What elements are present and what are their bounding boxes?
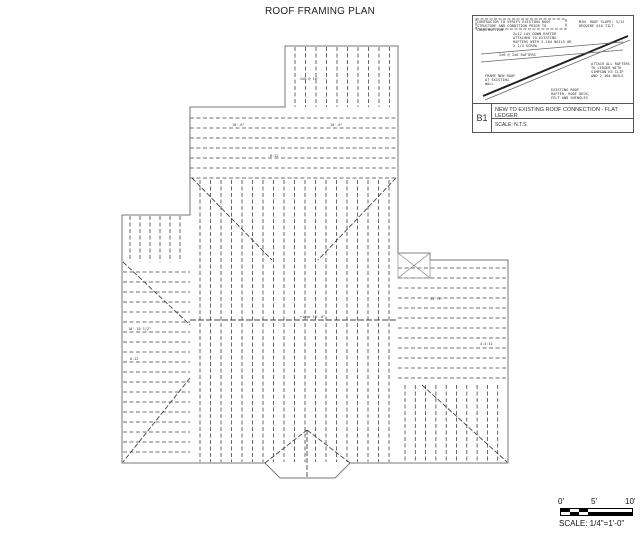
detail-note: MIN. ROOF SLOPE: 3/12 REQUIRE @10 TILT <box>579 20 625 28</box>
drawing-title: ROOF FRAMING PLAN <box>264 6 376 17</box>
detail-note: ATTACH ALL RAFTERS TO LEDGER WITH SIMPSO… <box>591 62 630 78</box>
dimension-label: 4.5:12 <box>480 342 493 346</box>
dimension-label: ridge 10'-0" <box>300 315 325 319</box>
detail-note: 2x12 LAY DOWN RAFTER ATTACHED TO EXISTIN… <box>513 32 572 48</box>
bay-hip <box>306 429 351 464</box>
scale-caption: SCALE: 1/4"=1'-0" <box>559 519 625 528</box>
scale-tick-label: 0' <box>558 497 564 506</box>
dimension-label: 12'-3" <box>430 297 443 301</box>
detail-title-block: B1 NEW TO EXISTING ROOF CONNECTION - FLA… <box>473 103 633 132</box>
dimension-label: 10'-6" <box>330 123 343 127</box>
detail-note: 2x6 @ 2x6 RAFTERS <box>499 53 536 57</box>
hip-line <box>317 177 397 261</box>
detail-number: B1 <box>473 104 492 132</box>
scale-bar <box>560 508 633 516</box>
detail-drawing <box>475 18 631 101</box>
hip-line <box>122 377 191 463</box>
dimension-label: 10'-6" <box>232 123 245 127</box>
connection-detail: CONTRACTOR TO VERIFY EXISTING ROOF STRUC… <box>472 15 634 133</box>
detail-note: FRAME NEW ROOF AT EXISTING WALL <box>485 74 516 86</box>
dimension-label: 6:12 <box>130 357 138 361</box>
detail-note: EXISTING ROOF RAFTER, ROOF DECK, FELT AN… <box>551 88 590 100</box>
detail-note: CONTRACTOR TO VERIFY EXISTING ROOF STRUC… <box>477 20 551 32</box>
hip-line <box>122 261 191 326</box>
detail-title: NEW TO EXISTING ROOF CONNECTION - FLAT L… <box>495 107 618 119</box>
bay-hip <box>264 429 308 464</box>
hip-line <box>421 384 508 463</box>
dimension-label: 10'-10 1/2" <box>128 327 151 331</box>
dimension-label: 8:12 <box>270 154 278 158</box>
scale-tick-label: 5' <box>591 497 597 506</box>
scale-tick-label: 10' <box>625 497 636 506</box>
hip-line <box>191 177 273 261</box>
dimension-label: 2x8 @ 16" <box>300 77 319 81</box>
detail-scale: SCALE: N.T.S. <box>495 122 528 128</box>
graphic-scale: 0' 5' 10' SCALE: 1/4"=1'-0" <box>555 497 640 535</box>
